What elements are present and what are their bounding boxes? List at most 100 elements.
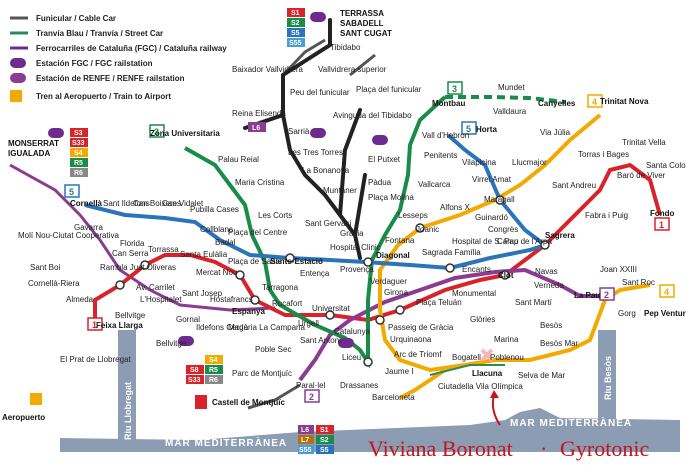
label-hospitalet: L'Hospitalet — [140, 295, 182, 304]
label-les-corts: Les Corts — [258, 211, 292, 220]
river-llobregat — [118, 330, 136, 452]
label-torras-bages: Torras i Bages — [578, 150, 629, 159]
label-penitents: Penitents — [424, 151, 457, 160]
badge-s8-center-text: S8 — [190, 367, 199, 374]
badge-s1-bottom-text: S1 — [320, 427, 329, 434]
fgc-icon-sarria — [310, 128, 326, 138]
line-l3-ext — [445, 95, 566, 104]
fgc-sabadell-line — [281, 18, 362, 260]
label-selva-mar: Selva de Mar — [518, 371, 565, 380]
label-av-carrilet: Av. Carrilet — [136, 283, 176, 292]
legend-airport-label: Tren al Aeropuerto / Train to Airport — [36, 92, 171, 101]
badge-s33-west-text: S33 — [72, 140, 85, 147]
label-sant-andreu: Sant Andreu — [552, 181, 596, 190]
label-camp-arpa: Camp de l'Arpa — [497, 237, 552, 246]
sea-label-west: MAR MEDITERRÀNEA — [165, 436, 287, 449]
badge-s33-west — [70, 138, 88, 147]
label-palau-reial: Palau Reial — [218, 155, 259, 164]
badge-s4-west — [70, 148, 88, 157]
l1-east-number: 1 — [659, 220, 664, 230]
label-fontana: Fontana — [385, 236, 415, 245]
l4-north-terminus — [587, 94, 603, 108]
pointer-arrow-icon — [491, 394, 501, 426]
label-castell-montjuic: Castell de Montjuïc — [212, 398, 285, 407]
label-gorg: Gorg — [618, 309, 636, 318]
label-urquinaona: Urquinaona — [390, 335, 432, 344]
station-clot — [500, 270, 510, 280]
label-alfons-x: Alfons X — [440, 203, 470, 212]
fgc-icon-catalunya — [338, 338, 354, 348]
label-besos-mar: Besòs Mar — [540, 339, 579, 348]
watermark-name: Viviana Boronat — [368, 436, 513, 461]
label-pubilla-cases: Pubilla Cases — [190, 205, 239, 214]
label-gornal: Gornal — [176, 315, 200, 324]
sea-label-east: MAR MEDITERRÀNEA — [510, 416, 632, 429]
label-vallcarca: Vallcarca — [418, 180, 451, 189]
badge-l6-sarria — [248, 122, 266, 132]
label-pep-ventura: Pep Ventura — [644, 309, 686, 318]
label-vallvidrera-sup: Vallvidrera superior — [318, 65, 387, 74]
badge-s55-top-text: S55 — [289, 40, 302, 47]
label-barceloneta: Barceloneta — [372, 393, 415, 402]
river-label-besos: Riu Besòs — [603, 356, 613, 400]
label-drassanes: Drassanes — [340, 381, 378, 390]
label-maria-cristina: Maria Cristina — [235, 178, 285, 187]
badge-r5-center — [205, 365, 223, 374]
label-bellvitge-r: Bellvitge — [156, 339, 187, 348]
label-sant-josep: Sant Josep — [182, 289, 223, 298]
badge-l6-bottom-text: L6 — [301, 427, 309, 434]
label-tarragona: Tarragona — [262, 283, 299, 292]
badge-s5-bottom-text: S5 — [320, 447, 329, 454]
funicular-montjuic — [247, 383, 301, 410]
fgc-badges-top: S1 S2 S5 S55 — [287, 8, 326, 47]
badge-r6-west — [70, 168, 88, 177]
label-catalunya: Catalunya — [334, 327, 371, 336]
fgc-llobregat-line — [9, 163, 276, 312]
label-putxet: El Putxet — [368, 155, 401, 164]
label-sant-antoni: Sant Antoni — [300, 336, 341, 345]
l4-east-terminus — [659, 284, 675, 298]
label-sant-marti: Sant Martí — [515, 298, 553, 307]
label-badal: Badal — [215, 238, 236, 247]
renfe-station-icon — [10, 73, 26, 83]
station-plaza-sants — [235, 270, 245, 280]
label-tibidabo: Tibidabo — [330, 43, 361, 52]
label-almeda: Almeda — [66, 295, 94, 304]
legend-fgc-station-label: Estación FGC / FGC railstation — [36, 59, 153, 68]
label-sant-boi: Sant Boi — [30, 263, 60, 272]
l3-west-terminus — [149, 124, 165, 138]
legend-funicular-label: Funicular / Cable Car — [36, 14, 116, 23]
badge-s4-west-text: S4 — [74, 150, 83, 157]
label-aeropuerto: Aeropuerto — [2, 413, 45, 422]
label-sants-estacio: Sants-Estació — [270, 257, 323, 266]
label-passeig-gracia: Passeig de Gràcia — [388, 323, 454, 332]
badge-s33-center — [186, 375, 204, 384]
badge-r5-west — [70, 158, 88, 167]
badge-r6-center — [205, 375, 223, 384]
funiculars — [247, 38, 376, 410]
label-mundet: Mundet — [498, 83, 525, 92]
label-girona: Girona — [384, 288, 409, 297]
label-av-tibidabo: Avinguda del Tibidabo — [333, 111, 412, 120]
badge-s5-top — [287, 28, 305, 37]
station-sants-estacio — [285, 253, 295, 263]
label-gracia: Gràcia — [340, 229, 364, 238]
badge-s33-center-text: S33 — [188, 377, 201, 384]
label-santa-eulalia: Santa Eulàlia — [180, 250, 228, 259]
badge-s4-center — [205, 355, 223, 364]
sea-area — [60, 408, 680, 452]
badge-s4-center-text: S4 — [209, 357, 218, 364]
label-verdaguer: Verdaguer — [370, 277, 407, 286]
fgc-badges-bottom: L6 L7 S1 S2 S5 S55 L6 — [248, 122, 334, 454]
label-congres: Congrès — [488, 225, 518, 234]
badge-s3-west — [70, 128, 88, 137]
label-joanic: Joanic — [416, 225, 439, 234]
label-placa-teluan: Plaça Teluán — [416, 298, 462, 307]
legend-renfe-label: Estación de RENFE / RENFE railstation — [36, 74, 185, 83]
badge-s5-top-text: S5 — [291, 30, 300, 37]
badge-r6-west-text: R6 — [74, 170, 83, 177]
label-padua: Pàdua — [368, 178, 392, 187]
label-encants: Encants — [462, 265, 491, 274]
legend-fgc-label: Ferrocarriles de Cataluña (FGC) / Catalu… — [36, 44, 227, 53]
label-ciutadella: Ciutadella Vila Olímpica — [438, 382, 523, 391]
